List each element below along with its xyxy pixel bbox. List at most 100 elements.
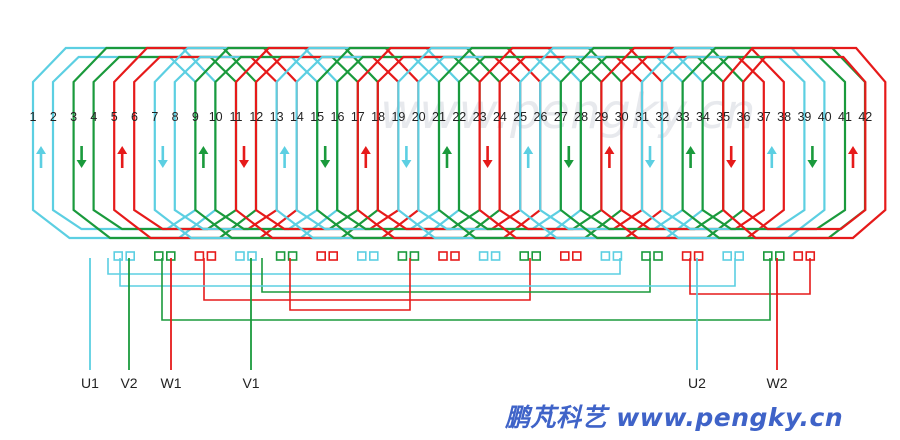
slot-number: 27 <box>554 110 568 124</box>
coil-v <box>316 46 501 240</box>
slot-number: 22 <box>452 110 466 124</box>
coil-u <box>397 46 582 240</box>
current-arrow-head <box>360 146 371 154</box>
coil-lead-u <box>113 251 123 261</box>
slot-number: 29 <box>594 110 608 124</box>
coil-lead-u <box>356 251 367 261</box>
slot-number: 36 <box>737 110 751 124</box>
slot-number: 34 <box>696 110 710 124</box>
current-arrow-head <box>523 146 534 154</box>
current-arrow-head <box>157 160 168 168</box>
slot-number: 9 <box>192 110 199 124</box>
slot-number: 1 <box>30 110 37 124</box>
current-arrow-head <box>766 146 777 154</box>
coil-v <box>681 46 867 240</box>
coil-lead-v <box>774 251 785 261</box>
slot-number: 42 <box>858 110 872 124</box>
coil-w <box>722 46 887 240</box>
coil-layer <box>31 46 887 261</box>
slot-number: 21 <box>432 110 446 124</box>
connection-wire-u <box>119 258 736 287</box>
terminal-label-w1: W1 <box>161 375 182 391</box>
coil-lead-v <box>531 251 542 261</box>
coil-lead-v <box>409 251 420 261</box>
connection-wire-v <box>261 258 651 293</box>
slot-number: 40 <box>818 110 832 124</box>
coil-lead-w <box>571 251 582 261</box>
coil-lead-u <box>612 251 623 261</box>
coil-lead-w <box>194 251 205 261</box>
slot-number: 35 <box>716 110 730 124</box>
current-arrow-head <box>482 160 493 168</box>
current-arrow-head <box>401 160 412 168</box>
brand-watermark: 鹏芃科艺 www.pengky.cn <box>505 403 844 432</box>
coil-lead-w <box>316 251 327 261</box>
coil-w <box>600 46 785 240</box>
slot-number: 32 <box>655 110 669 124</box>
coil-lead-u <box>368 251 379 261</box>
current-arrow-head <box>76 160 87 168</box>
coil-lead-w <box>438 251 448 261</box>
current-arrow-head <box>604 146 615 154</box>
coil-lead-u <box>722 251 733 261</box>
slot-number: 18 <box>371 110 385 124</box>
connection-wire-w <box>203 258 531 301</box>
coil-lead-w <box>328 251 339 261</box>
current-arrow-head <box>320 160 331 168</box>
slot-number: 8 <box>172 110 179 124</box>
slot-number: 13 <box>270 110 284 124</box>
terminal-label-v2: V2 <box>120 375 137 391</box>
slot-number: 38 <box>777 110 791 124</box>
coil-lead-v <box>397 251 408 261</box>
slot-number: 25 <box>513 110 527 124</box>
connection-layer <box>107 258 811 321</box>
coil-lead-v <box>287 251 298 261</box>
slot-number: 17 <box>351 110 365 124</box>
terminal-label-u1: U1 <box>81 375 99 391</box>
coil-lead-w <box>559 251 570 261</box>
coil-lead-v <box>275 251 286 261</box>
current-arrow-head <box>645 160 655 168</box>
coil-w <box>113 46 298 240</box>
current-arrow-head <box>36 146 46 154</box>
slot-number: 4 <box>90 110 97 124</box>
coil-u <box>31 46 217 240</box>
connection-wire-u <box>107 258 621 275</box>
slot-number: 10 <box>209 110 223 124</box>
connection-wire-w <box>689 258 811 295</box>
coil-lead-v <box>519 251 530 261</box>
connection-wire-w <box>289 258 411 311</box>
current-arrow-head <box>442 146 452 154</box>
slot-number: 31 <box>635 110 649 124</box>
slot-number: 12 <box>249 110 263 124</box>
coil-u <box>660 55 806 231</box>
slot-number: 23 <box>473 110 487 124</box>
coil-w <box>356 46 542 240</box>
coil-lead-v <box>641 251 651 261</box>
current-arrow-head <box>198 146 209 154</box>
current-arrow-head <box>279 146 290 154</box>
coil-lead-w <box>681 251 692 261</box>
coil-lead-u <box>247 251 257 261</box>
coil-u <box>275 46 461 240</box>
current-arrow-head <box>239 160 249 168</box>
coil-lead-w <box>693 251 704 261</box>
coil-u <box>640 46 826 240</box>
slot-number: 16 <box>331 110 345 124</box>
background-watermark: www.pengky.cn <box>380 84 755 140</box>
coil-lead-u <box>600 251 611 261</box>
slot-number: 28 <box>574 110 588 124</box>
current-arrow-head <box>685 146 696 154</box>
slot-number: 39 <box>797 110 811 124</box>
coil-lead-w <box>450 251 460 261</box>
coil-u <box>153 46 339 240</box>
slot-number: 33 <box>676 110 690 124</box>
current-arrow-head <box>848 146 858 154</box>
coil-lead-v <box>154 251 164 261</box>
coil-v <box>701 55 847 231</box>
coil-lead-v <box>762 251 773 261</box>
coil-v <box>437 46 623 240</box>
